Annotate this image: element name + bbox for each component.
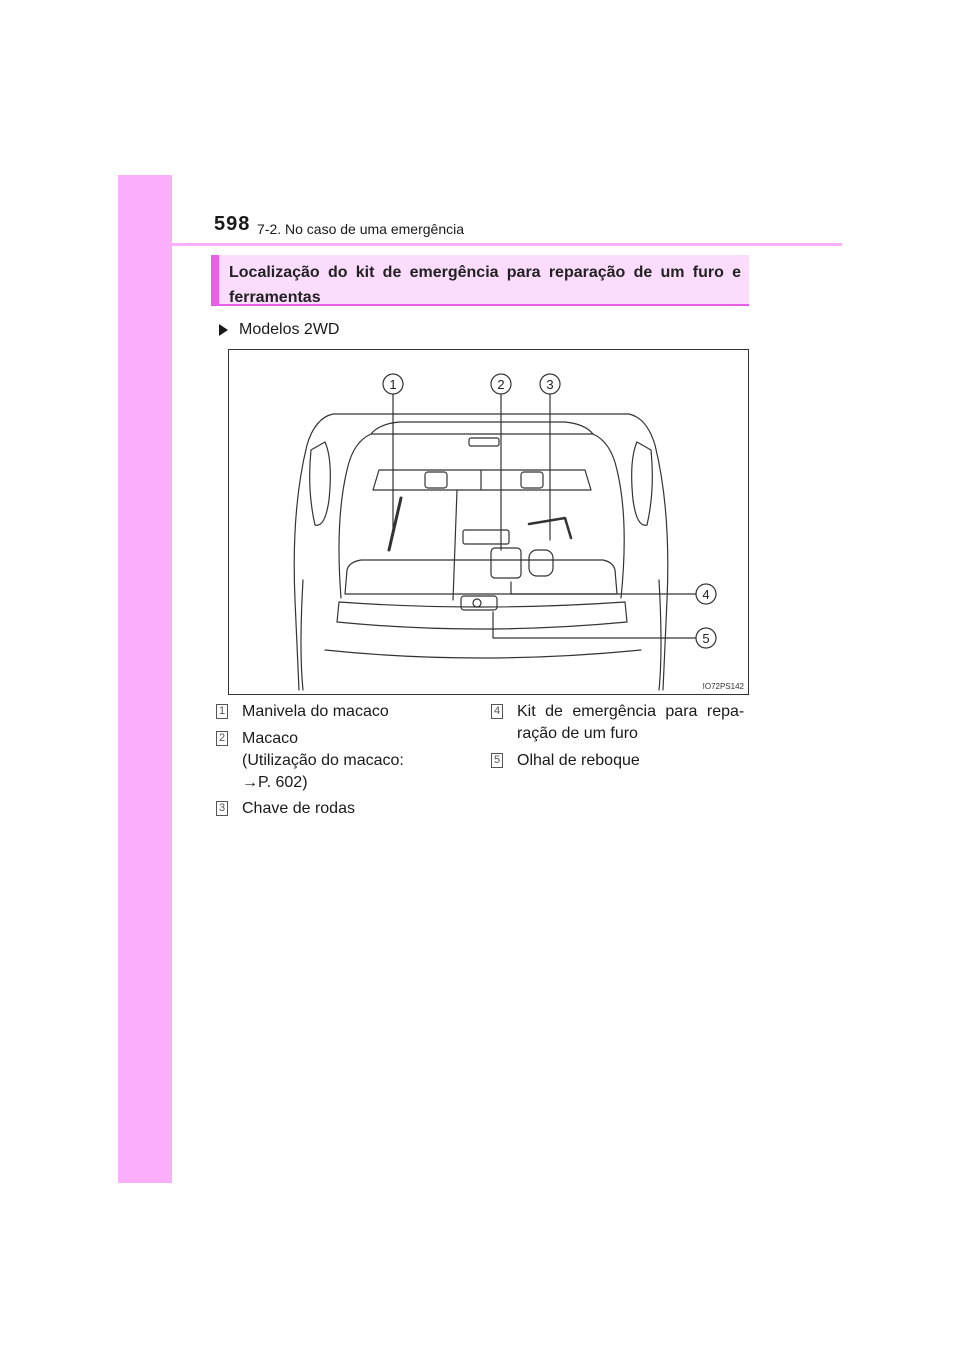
header-rule	[118, 243, 842, 246]
legend-number: 5	[491, 753, 503, 768]
legend-page-ref[interactable]: →P. 602)	[242, 774, 308, 791]
callout-3: 3	[546, 377, 553, 392]
section-heading: Localização do kit de emergência para re…	[211, 255, 749, 306]
legend-text: Kit de emergência para repa-	[517, 703, 745, 720]
callout-5: 5	[702, 631, 709, 646]
model-label: Modelos 2WD	[239, 321, 340, 338]
trunk-drawing: 1 2 3 4 5	[293, 373, 717, 691]
legend-text: (Utilização do macaco:	[242, 752, 404, 769]
legend-number: 1	[216, 704, 228, 719]
legend-number: 4	[491, 704, 503, 719]
page-number: 598	[214, 213, 251, 235]
side-tab-band	[118, 175, 172, 1183]
callout-1: 1	[389, 377, 396, 392]
legend-text: Olhal de reboque	[517, 752, 640, 769]
callout-4: 4	[702, 587, 709, 602]
trunk-illustration: 1 2 3 4 5 IO72PS142	[228, 349, 749, 695]
legend-text: Manivela do macaco	[242, 703, 389, 720]
triangle-bullet-icon	[219, 324, 228, 336]
legend-number: 3	[216, 801, 228, 816]
callout-2: 2	[497, 377, 504, 392]
legend-number: 2	[216, 731, 228, 746]
legend-text: Macaco	[242, 730, 299, 747]
legend-text: ração de um furo	[517, 725, 638, 742]
section-title: 7-2. No caso de uma emergência	[257, 221, 464, 237]
model-bullet: Modelos 2WD	[219, 321, 339, 339]
figure-code: IO72PS142	[702, 682, 744, 691]
heading-underline	[211, 304, 749, 306]
legend-text: Chave de rodas	[242, 800, 355, 817]
